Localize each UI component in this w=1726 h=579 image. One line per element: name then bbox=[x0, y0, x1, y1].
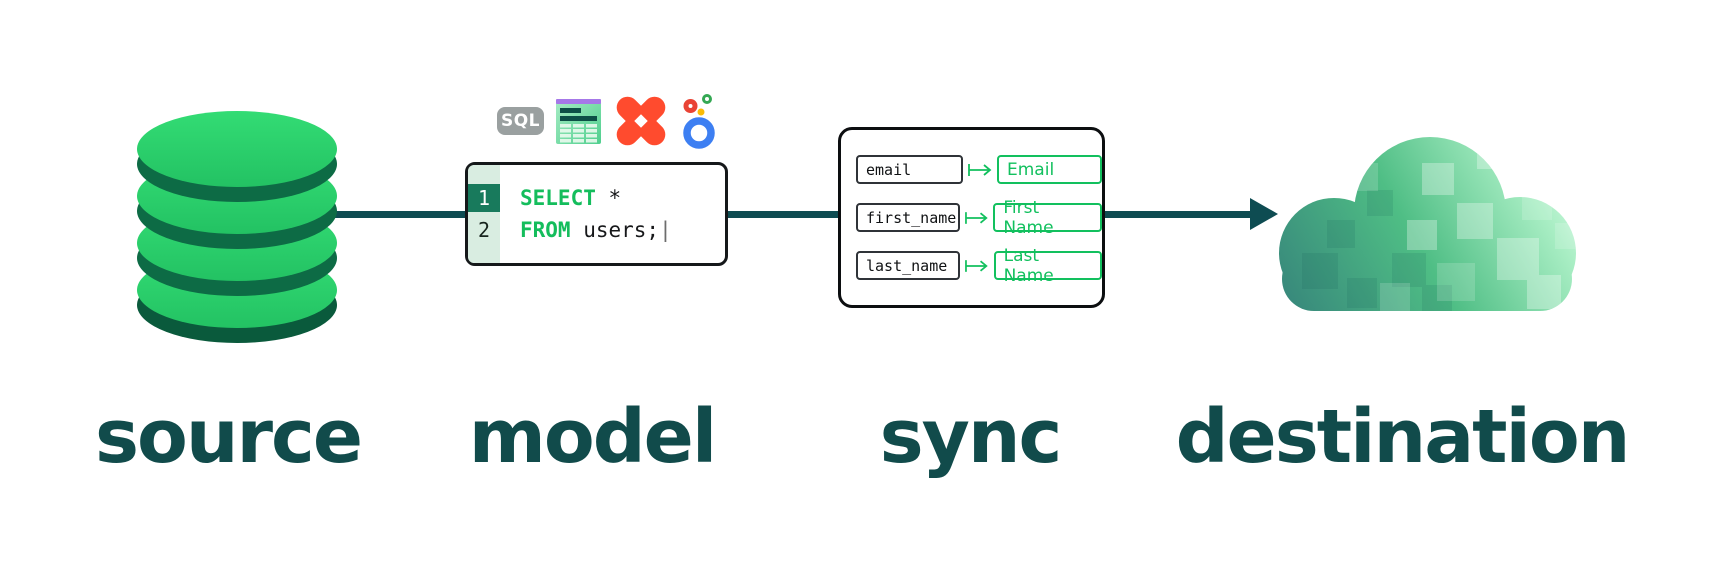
spreadsheet-icon bbox=[556, 98, 601, 144]
stage-label-destination: destination bbox=[1175, 394, 1631, 480]
model-icon-row: SQL bbox=[497, 92, 717, 150]
stage-label-sync: sync bbox=[879, 394, 1063, 480]
mapping-row-first-name: first_name First Name bbox=[856, 198, 1102, 238]
sync-mapping-card: email Email first_name First Name last_n… bbox=[838, 127, 1105, 308]
code-line-2: 2 FROM users;| bbox=[468, 216, 725, 244]
sql-badge: SQL bbox=[497, 107, 544, 135]
source-field: first_name bbox=[856, 203, 961, 232]
database-cylinder-icon bbox=[137, 111, 337, 343]
maps-to-arrow-icon bbox=[965, 211, 988, 224]
dbt-icon bbox=[616, 96, 666, 146]
looker-icon bbox=[683, 94, 715, 149]
source-field: email bbox=[856, 155, 963, 184]
line-number-2: 2 bbox=[477, 218, 491, 242]
code-text-line-2: FROM users;| bbox=[500, 218, 672, 242]
stage-label-model: model bbox=[468, 394, 717, 480]
destination-field: Last Name bbox=[993, 246, 1102, 286]
line-number-1: 1 bbox=[468, 184, 500, 212]
code-lines: 1 SELECT * 2 FROM users;| bbox=[468, 165, 725, 263]
sql-code: * bbox=[595, 186, 622, 210]
mapping-row-email: email Email bbox=[856, 155, 1102, 184]
mapping-row-last-name: last_name Last Name bbox=[856, 246, 1102, 286]
code-line-1: 1 SELECT * bbox=[468, 184, 725, 212]
maps-to-arrow-icon bbox=[968, 163, 992, 176]
text-cursor: | bbox=[659, 218, 672, 242]
destination-cloud-icon bbox=[1279, 137, 1576, 311]
sql-model-card: 1 SELECT * 2 FROM users;| bbox=[465, 162, 728, 266]
source-field: last_name bbox=[856, 251, 961, 280]
maps-to-arrow-icon bbox=[965, 259, 989, 272]
stage-label-source: source bbox=[94, 394, 363, 480]
destination-field: Email bbox=[997, 155, 1102, 184]
pipeline-connector-line bbox=[280, 211, 1252, 218]
sql-badge-label: SQL bbox=[500, 111, 541, 131]
sql-code: users; bbox=[570, 218, 660, 242]
destination-field: First Name bbox=[993, 198, 1102, 238]
sql-keyword: FROM bbox=[520, 218, 571, 242]
pipeline-arrowhead-icon bbox=[1250, 198, 1278, 230]
sql-keyword: SELECT bbox=[520, 186, 596, 210]
code-text-line-1: SELECT * bbox=[500, 186, 621, 210]
code-gutter bbox=[468, 165, 500, 263]
